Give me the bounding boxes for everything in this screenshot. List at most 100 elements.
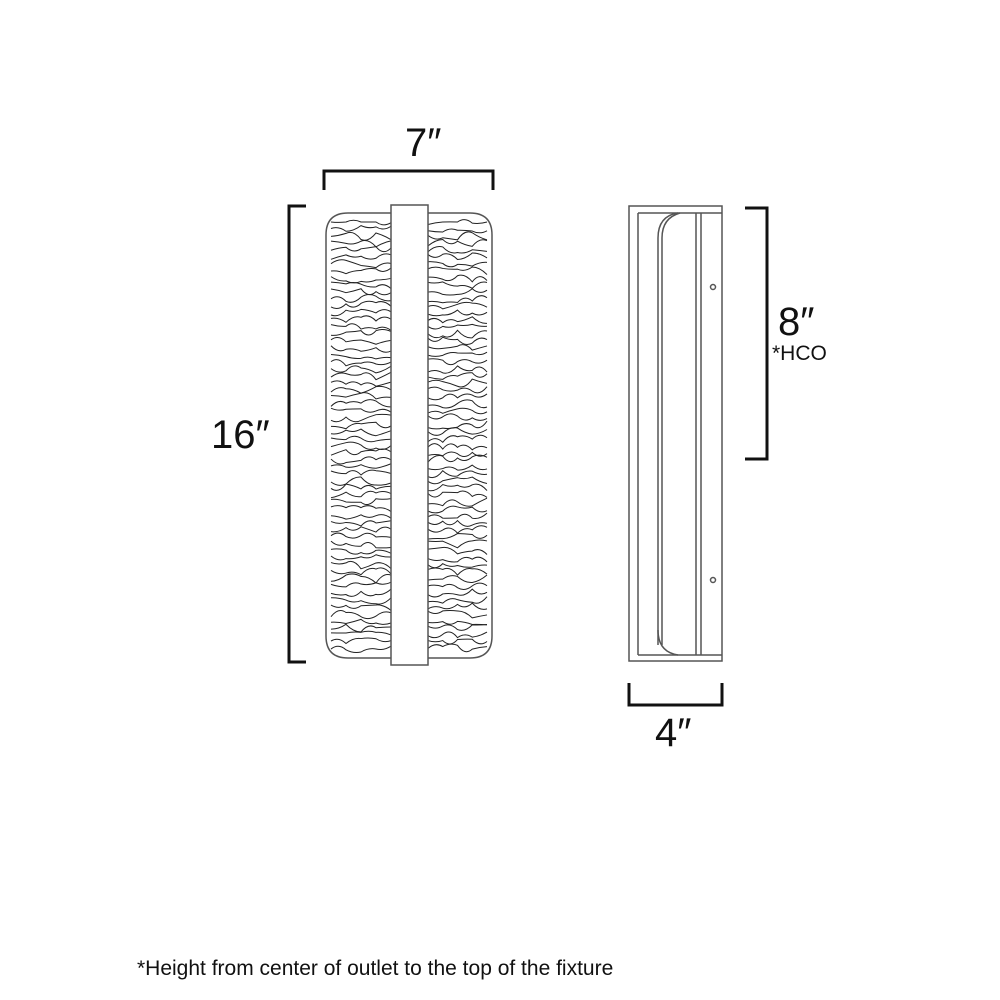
wave-line (427, 274, 488, 283)
wave-line (427, 351, 488, 357)
wave-line (427, 266, 488, 275)
wave-line (330, 359, 392, 367)
hco-note: *HCO (772, 342, 827, 365)
wave-line (330, 300, 392, 309)
wave-line (330, 540, 392, 549)
wave-line (427, 469, 488, 479)
wave-line (427, 643, 488, 653)
wave-line (330, 323, 392, 331)
wave-line (330, 526, 392, 533)
wave-line (427, 476, 488, 485)
wave-line (330, 225, 392, 232)
wave-line (330, 588, 392, 597)
wave-line (330, 219, 392, 226)
wave-line (330, 288, 392, 296)
wave-line (427, 329, 488, 339)
wave-line (330, 630, 392, 636)
wave-line (330, 276, 392, 284)
wave-line (427, 323, 488, 330)
wave-line (427, 539, 488, 549)
wave-line (427, 231, 488, 241)
wave-line (330, 554, 392, 561)
wave-line (330, 548, 392, 555)
wave-line (427, 505, 488, 514)
wave-line (427, 512, 488, 520)
wave-line (427, 378, 488, 388)
wave-line (427, 610, 488, 619)
wave-line (330, 392, 392, 400)
wave-line (330, 253, 392, 260)
wave-line (427, 497, 488, 507)
wave-line (330, 365, 392, 374)
wave-line (330, 520, 392, 527)
wave-line (427, 219, 488, 225)
wave-line (330, 421, 392, 430)
wave-line (330, 294, 392, 303)
wave-line (330, 259, 392, 269)
depth-label: 4″ (655, 711, 692, 755)
wave-line (427, 454, 488, 463)
wave-line (427, 365, 488, 374)
wave-line (330, 567, 392, 576)
wave-line (427, 238, 488, 247)
wave-line (427, 261, 488, 268)
wave-line (330, 246, 392, 253)
wave-line (427, 245, 488, 254)
wave-line (330, 435, 392, 443)
wave-line (330, 315, 392, 323)
wave-line (330, 267, 392, 275)
wave-line (330, 456, 392, 465)
wave-line (330, 380, 392, 387)
wavy-glass-texture (330, 219, 488, 654)
wave-line (330, 532, 392, 539)
wave-line (330, 345, 392, 353)
wave-line (330, 498, 392, 506)
wave-line (330, 637, 392, 645)
wave-line (427, 588, 488, 598)
wave-line (330, 560, 392, 570)
wave-line (427, 309, 488, 317)
wave-line (330, 231, 392, 241)
wave-line (427, 638, 488, 645)
wave-line (427, 631, 488, 639)
wave-line (330, 463, 392, 469)
wave-line (427, 582, 488, 590)
wave-line (330, 490, 392, 499)
wave-line (427, 336, 488, 346)
wave-line (330, 329, 392, 336)
width-bracket (322, 169, 495, 190)
wave-line (427, 483, 488, 492)
wave-line (330, 618, 392, 625)
wave-line (427, 490, 488, 498)
wave-line (427, 228, 488, 234)
hco-label: 8″ (778, 300, 815, 344)
mount-hole-bottom (709, 576, 717, 584)
height-label: 16″ (211, 413, 270, 457)
wave-line (427, 316, 488, 324)
wave-line (330, 399, 392, 408)
wave-line (427, 281, 488, 290)
wave-line (330, 413, 392, 423)
height-bracket (287, 204, 306, 664)
wave-line (427, 358, 488, 366)
wave-line (330, 581, 392, 588)
wave-line (427, 399, 488, 409)
side-view (628, 205, 723, 662)
footnote: *Height from center of outlet to the top… (137, 957, 614, 980)
width-label: 7″ (405, 121, 442, 165)
mount-hole-top (709, 283, 717, 291)
wave-line (427, 301, 488, 310)
wave-line (427, 427, 488, 436)
wave-line (427, 386, 488, 394)
front-view (325, 204, 493, 666)
wave-line (330, 505, 392, 512)
wave-line (427, 546, 488, 555)
wave-line (427, 602, 488, 610)
wave-line (330, 281, 392, 290)
wave-line (427, 420, 488, 430)
wave-line (330, 604, 392, 611)
wave-line (330, 573, 392, 584)
wave-line (427, 567, 488, 576)
wave-line (427, 434, 488, 444)
wave-line (330, 610, 392, 620)
